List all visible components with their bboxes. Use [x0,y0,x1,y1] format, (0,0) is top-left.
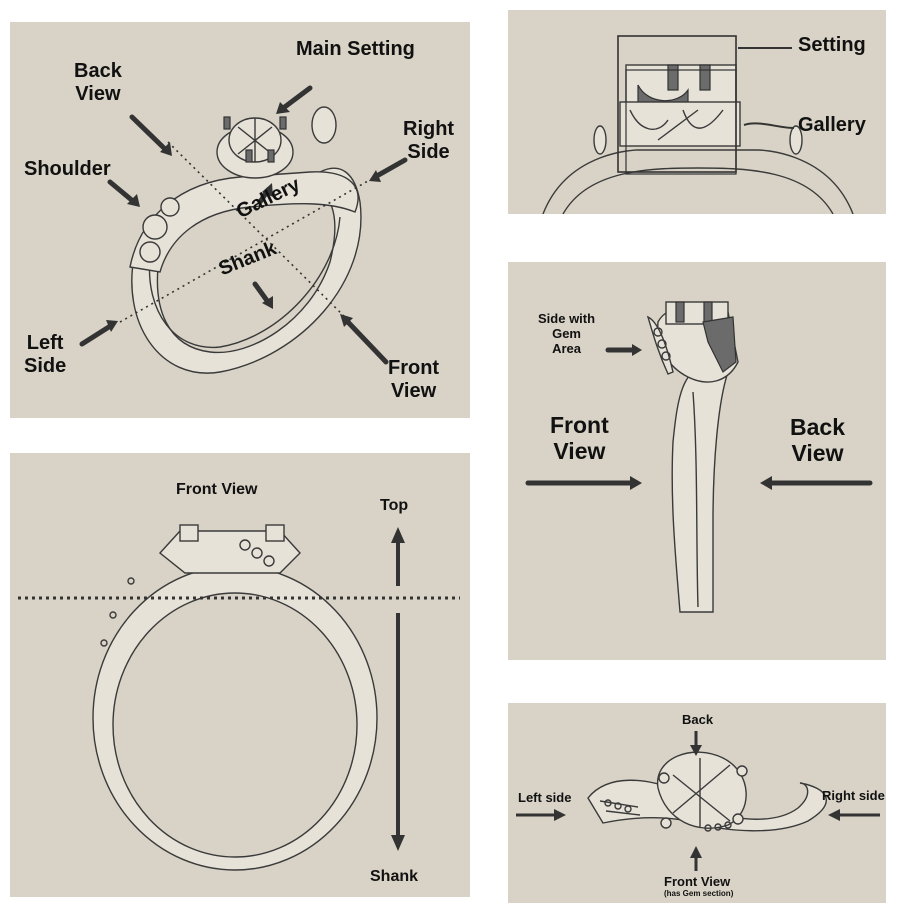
setting-gallery-illustration [542,35,854,214]
label-right-side-top: Right side [822,788,885,803]
label-back-top: Back [682,712,714,727]
top-view-panel: Back Left side Right side Front View (ha… [508,703,886,903]
top-view-illustration [516,731,880,871]
label-setting: Setting [798,34,866,56]
label-shank-front: Shank [370,868,419,885]
front-view-panel: Front View Top Shank [10,453,470,897]
label-front-view-title: Front View [176,481,258,498]
label-main-setting: Main Setting [296,38,415,60]
front-view-illustration [18,524,460,871]
setting-detail-panel: Setting Gallery [508,10,886,214]
label-top: Top [380,497,409,514]
label-shoulder: Shoulder [24,158,111,180]
side-profile-illustration [525,301,873,613]
label-front-view-top: Front View [664,874,731,889]
label-gem-section-note: (has Gem section) [664,889,734,898]
ring-anatomy-illustration [79,85,408,374]
label-gallery-detail: Gallery [798,114,866,136]
label-left-side-top: Left side [518,790,572,805]
